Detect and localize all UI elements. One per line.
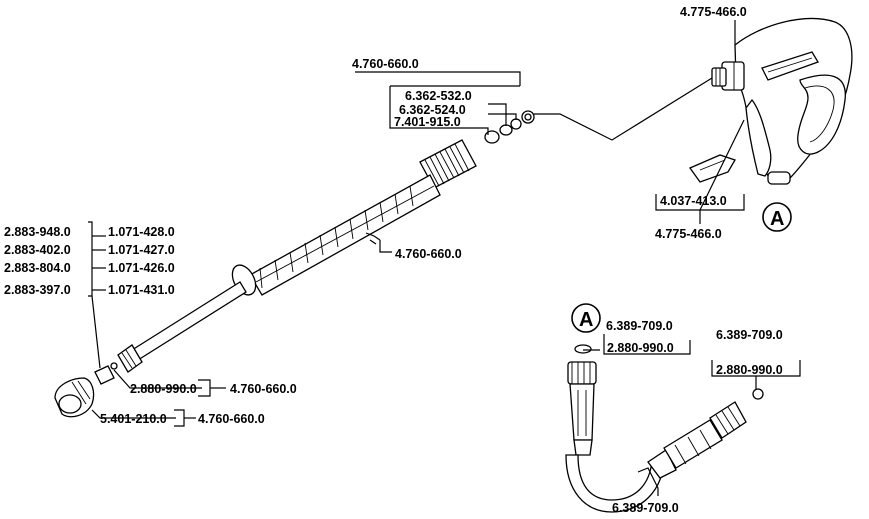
label-hose-right-oring: 2.880-990.0 [716,363,783,377]
lance-drawing [117,110,535,373]
hose-drawing [565,344,764,513]
label-left-a3: 2.883-804.0 [4,261,71,275]
callout-a-gun: A [762,202,792,232]
label-nozzle-cap-ref: 4.760-660.0 [198,412,265,426]
label-left-a2: 2.883-402.0 [4,243,71,257]
label-nozzle-cap: 5.401-210.0 [100,412,167,426]
label-left-a4: 2.883-397.0 [4,283,71,297]
label-7401-915: 7.401-915.0 [394,115,461,129]
label-6362-524: 6.362-524.0 [399,103,466,117]
label-6362-532: 6.362-532.0 [405,89,472,103]
callout-a-hose: A [571,303,601,333]
nozzle-parts-drawing [54,362,118,418]
label-hose-bottom: 6.389-709.0 [612,501,679,515]
label-lance-mid: 4.760-660.0 [395,247,462,261]
svg-text:A: A [770,208,784,230]
label-left-a1: 2.883-948.0 [4,225,71,239]
label-trigger-lock: 4.037-413.0 [660,194,727,208]
svg-text:A: A [579,309,593,331]
label-left-b3: 1.071-426.0 [108,261,175,275]
label-gun-bottom: 4.775-466.0 [655,227,722,241]
leader-lines [88,20,801,496]
spray-gun-drawing [689,17,853,185]
label-left-b2: 1.071-427.0 [108,243,175,257]
label-left-b1: 1.071-428.0 [108,225,175,239]
label-hose-a-top: 6.389-709.0 [606,319,673,333]
label-gun-top: 4.775-466.0 [680,5,747,19]
label-lance-set: 4.760-660.0 [352,57,419,71]
label-oring-lance-ref: 4.760-660.0 [230,382,297,396]
label-oring-lance: 2.880-990.0 [130,382,197,396]
label-hose-a-oring: 2.880-990.0 [607,341,674,355]
label-hose-right-top: 6.389-709.0 [716,328,783,342]
label-left-b4: 1.071-431.0 [108,283,175,297]
